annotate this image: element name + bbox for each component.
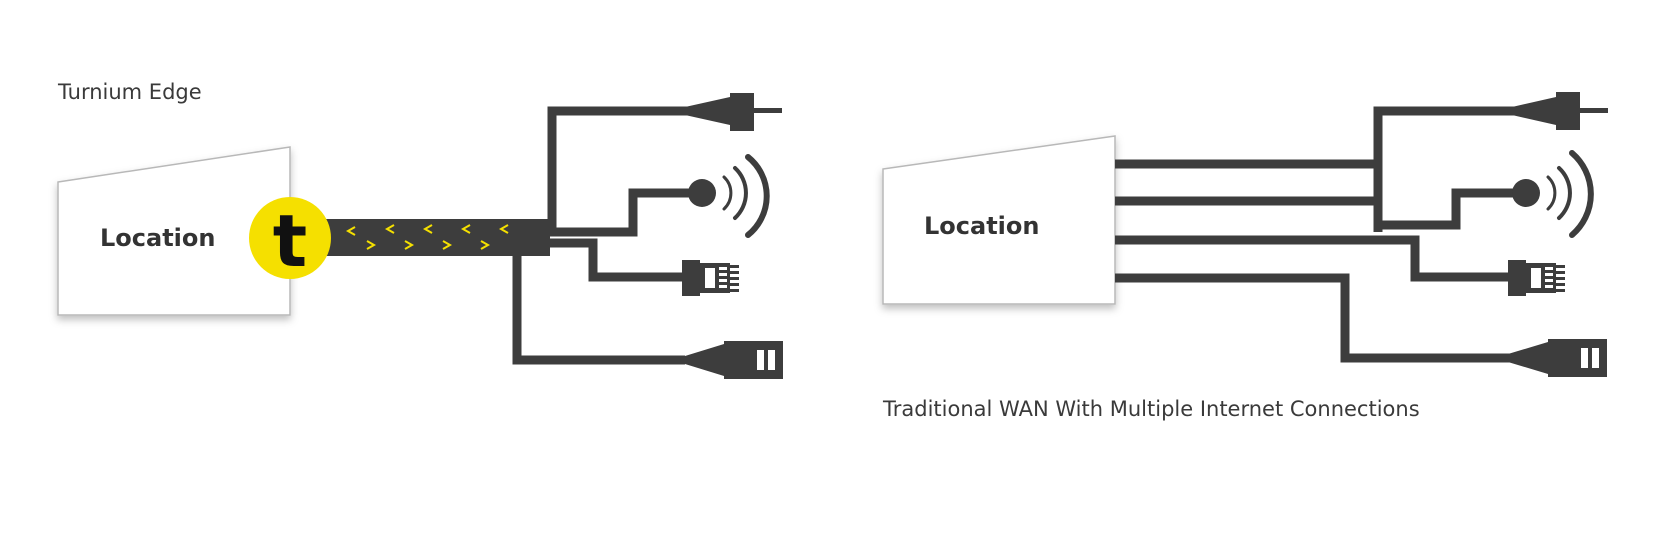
- separate-cables: [1115, 106, 1552, 363]
- fiber-plug-icon: [685, 341, 783, 379]
- traditional-wan-diagram: Location: [882, 92, 1608, 377]
- wireless-icon: [1512, 150, 1594, 238]
- location-label: Location: [924, 212, 1039, 240]
- traditional-wan-caption: Traditional WAN With Multiple Internet C…: [883, 397, 1420, 421]
- location-box: [57, 146, 291, 316]
- ethernet-plug-icon: [1508, 260, 1565, 296]
- turnium-t-letter: t: [273, 199, 307, 283]
- location-box: [882, 135, 1116, 305]
- turnium-edge-caption: Turnium Edge: [58, 80, 202, 104]
- bidirectional-chevrons: [345, 224, 509, 250]
- dsl-plug-icon: [1512, 92, 1608, 130]
- ethernet-plug-icon: [682, 260, 739, 296]
- turnium-t-badge: [249, 197, 331, 279]
- fiber-plug-icon: [1508, 339, 1607, 377]
- turnium-edge-diagram: Location t: [57, 93, 783, 379]
- branch-cables: [512, 106, 690, 365]
- bonded-cable: [325, 219, 550, 256]
- dsl-plug-icon: [685, 93, 782, 131]
- wireless-icon: [688, 154, 770, 238]
- location-label: Location: [100, 224, 215, 252]
